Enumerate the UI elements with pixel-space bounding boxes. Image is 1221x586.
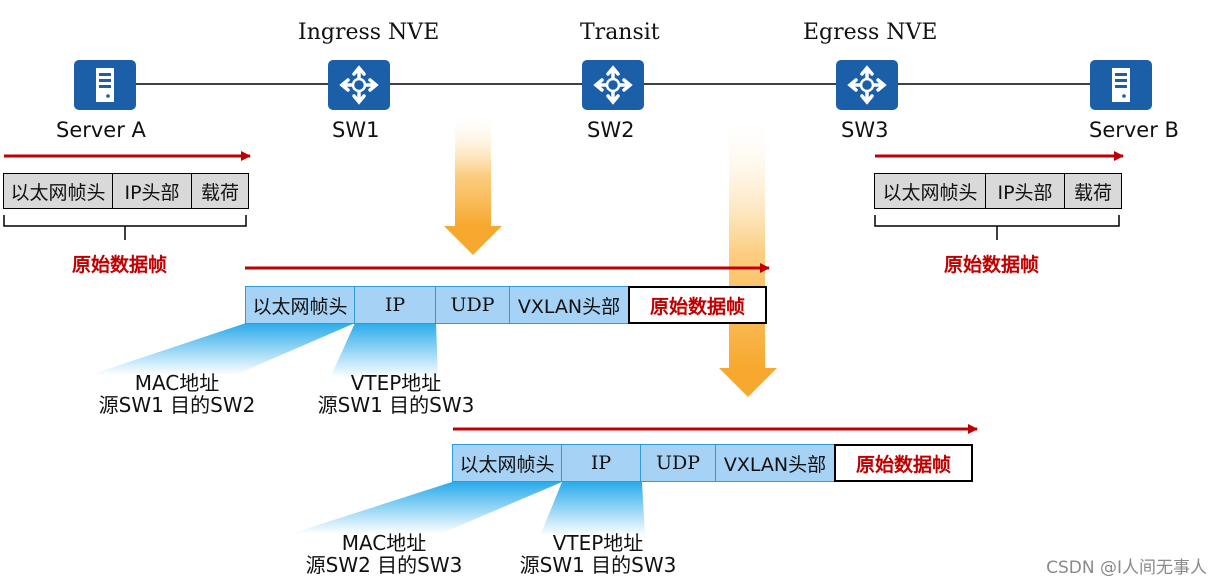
note-detail: 源SW1 目的SW2 — [98, 393, 256, 417]
switch-icon — [328, 60, 390, 110]
server-a-label: Server A — [56, 118, 146, 142]
mac-address-note-1: MAC地址 源SW1 目的SW2 — [92, 372, 262, 416]
frame-field-original-frame: 原始数据帧 — [628, 286, 767, 324]
original-frame-right: 以太网帧头 IP头部 载荷 — [874, 173, 1122, 209]
sw3-label: SW3 — [841, 118, 889, 142]
frame-field-payload: 载荷 — [1064, 173, 1122, 209]
original-frame-label-left: 原始数据帧 — [72, 254, 168, 276]
note-title: VTEP地址 — [350, 371, 442, 395]
server-icon — [1090, 60, 1152, 110]
frame-field-ip: IP — [560, 444, 642, 482]
sw2-label: SW2 — [587, 118, 635, 142]
note-title: MAC地址 — [341, 531, 427, 555]
frame-field-vxlan-header: VXLAN头部 — [508, 286, 630, 324]
encap-flow-arrow-2 — [719, 112, 777, 397]
ingress-nve-label: Ingress NVE — [298, 20, 440, 45]
note-title: VTEP地址 — [552, 531, 644, 555]
vtep-fan-2 — [540, 482, 645, 536]
switch-icon — [582, 60, 644, 110]
vxlan-frame-1: 以太网帧头 IP UDP VXLAN头部 原始数据帧 — [245, 286, 767, 324]
watermark: CSDN @I人间无事人 — [1046, 558, 1207, 578]
frame-field-ethernet-header: 以太网帧头 — [874, 173, 986, 209]
original-frame-label-right: 原始数据帧 — [944, 254, 1040, 276]
brace-left — [3, 215, 247, 240]
transit-label: Transit — [580, 20, 660, 45]
vtep-address-note-1: VTEP地址 源SW1 目的SW3 — [308, 372, 484, 416]
original-frame-left: 以太网帧头 IP头部 载荷 — [3, 173, 249, 209]
frame-field-payload: 载荷 — [191, 173, 249, 209]
frame-field-ethernet-header: 以太网帧头 — [245, 286, 355, 324]
encap-flow-arrow-1 — [444, 112, 502, 255]
server-b-label: Server B — [1089, 118, 1179, 142]
egress-nve-label: Egress NVE — [803, 20, 938, 45]
note-detail: 源SW1 目的SW3 — [519, 553, 677, 577]
frame-field-ethernet-header: 以太网帧头 — [452, 444, 562, 482]
vtep-fan-1 — [330, 323, 438, 378]
note-detail: 源SW2 目的SW3 — [305, 553, 463, 577]
frame-field-ethernet-header: 以太网帧头 — [3, 173, 113, 209]
frame-field-ip-header: IP头部 — [984, 173, 1066, 209]
note-title: MAC地址 — [134, 371, 220, 395]
mac-address-note-2: MAC地址 源SW2 目的SW3 — [296, 532, 472, 576]
vxlan-frame-2: 以太网帧头 IP UDP VXLAN头部 原始数据帧 — [452, 444, 973, 482]
frame-field-ip: IP — [353, 286, 437, 324]
mac-fan-2 — [290, 482, 562, 534]
frame-field-udp: UDP — [435, 286, 510, 324]
sw1-label: SW1 — [332, 118, 380, 142]
frame-field-ip-header: IP头部 — [111, 173, 193, 209]
vtep-address-note-2: VTEP地址 源SW1 目的SW3 — [510, 532, 686, 576]
mac-fan-1 — [90, 323, 355, 375]
brace-right — [874, 215, 1120, 240]
note-detail: 源SW1 目的SW3 — [317, 393, 475, 417]
frame-field-udp: UDP — [640, 444, 716, 482]
frame-field-original-frame: 原始数据帧 — [834, 444, 973, 482]
server-icon — [74, 60, 136, 110]
switch-icon — [836, 60, 898, 110]
frame-field-vxlan-header: VXLAN头部 — [714, 444, 836, 482]
